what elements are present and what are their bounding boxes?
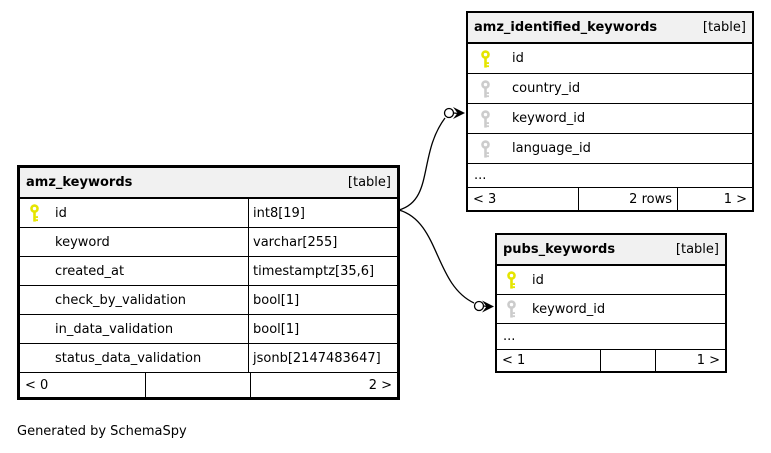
table-type-badge: [table]: [347, 175, 391, 190]
table-pager: < 3 2 rows 1 >: [468, 188, 752, 210]
column-type: bool[1]: [253, 292, 300, 308]
column-row-check-by-validation[interactable]: check_by_validation bool[1]: [20, 286, 397, 315]
column-type: bool[1]: [253, 321, 300, 337]
pager-row-count: [146, 373, 251, 397]
hidden-columns-ellipsis: ...: [497, 324, 725, 350]
column-name: status_data_validation: [55, 350, 202, 366]
column-type: int8[19]: [253, 205, 305, 221]
column-name: in_data_validation: [55, 321, 174, 337]
column-name: keyword: [55, 234, 110, 250]
edge-amz-keywords-to-pubs-keywords: [398, 209, 494, 313]
pager-row-count: 2 rows: [579, 188, 678, 210]
column-row-id[interactable]: id: [497, 266, 725, 295]
column-name: created_at: [55, 263, 125, 279]
column-name: keyword_id: [532, 301, 606, 317]
table-title: amz_keywords: [26, 175, 133, 190]
pager-next-count: 1 >: [696, 353, 720, 368]
column-row-id[interactable]: id: [468, 44, 752, 74]
hidden-columns-ellipsis: ...: [468, 164, 752, 188]
column-row-keyword[interactable]: keyword varchar[255]: [20, 228, 397, 257]
pager-prev-count: < 0: [20, 373, 146, 397]
column-row-country-id[interactable]: country_id: [468, 74, 752, 104]
pager-prev-count: < 1: [497, 350, 601, 371]
column-type: timestamptz[35,6]: [253, 263, 375, 279]
table-title: amz_identified_keywords: [474, 20, 658, 35]
pager-next-count: 1 >: [723, 191, 747, 207]
table-pubs-keywords: pubs_keywords [table] id: [495, 233, 727, 373]
primary-key-icon: [507, 271, 516, 289]
column-row-language-id[interactable]: language_id: [468, 134, 752, 164]
column-row-in-data-validation[interactable]: in_data_validation bool[1]: [20, 315, 397, 344]
column-row-keyword-id[interactable]: keyword_id: [497, 295, 725, 324]
table-amz-keywords-header[interactable]: amz_keywords [table]: [20, 168, 397, 199]
table-amz-identified-keywords-header[interactable]: amz_identified_keywords [table]: [468, 13, 752, 44]
column-row-keyword-id[interactable]: keyword_id: [468, 104, 752, 134]
generated-by-note: Generated by SchemaSpy: [17, 424, 187, 439]
pager-next-count: 2 >: [368, 377, 392, 393]
table-amz-identified-keywords: amz_identified_keywords [table] id: [466, 11, 754, 212]
table-amz-keywords: amz_keywords [table] id int8[19] keyword…: [17, 165, 400, 400]
column-name: country_id: [512, 81, 581, 96]
table-pager: < 0 2 >: [20, 373, 397, 397]
foreign-key-icon: [481, 79, 490, 98]
column-row-created-at[interactable]: created_at timestamptz[35,6]: [20, 257, 397, 286]
column-type: varchar[255]: [253, 234, 338, 250]
column-row-id[interactable]: id int8[19]: [20, 199, 397, 228]
table-pubs-keywords-header[interactable]: pubs_keywords [table]: [497, 235, 725, 266]
foreign-key-icon: [481, 109, 490, 128]
column-name: id: [532, 272, 544, 288]
column-name: language_id: [512, 141, 591, 156]
foreign-key-icon: [481, 139, 490, 158]
table-type-badge: [table]: [702, 20, 746, 35]
table-title: pubs_keywords: [503, 242, 616, 257]
column-name: check_by_validation: [55, 292, 187, 308]
column-name: id: [512, 51, 524, 66]
primary-key-icon: [481, 49, 490, 68]
edge-amz-keywords-to-amz-identified-keywords: [398, 107, 465, 211]
table-pager: < 1 1 >: [497, 350, 725, 371]
table-type-badge: [table]: [675, 242, 719, 257]
pager-prev-count: < 3: [468, 188, 579, 210]
column-name: keyword_id: [512, 111, 586, 126]
column-type: jsonb[2147483647]: [253, 350, 381, 366]
pager-row-count: [601, 350, 656, 371]
foreign-key-icon: [507, 300, 516, 318]
column-row-status-data-validation[interactable]: status_data_validation jsonb[2147483647]: [20, 344, 397, 373]
primary-key-icon: [30, 204, 39, 222]
column-name: id: [55, 205, 67, 221]
